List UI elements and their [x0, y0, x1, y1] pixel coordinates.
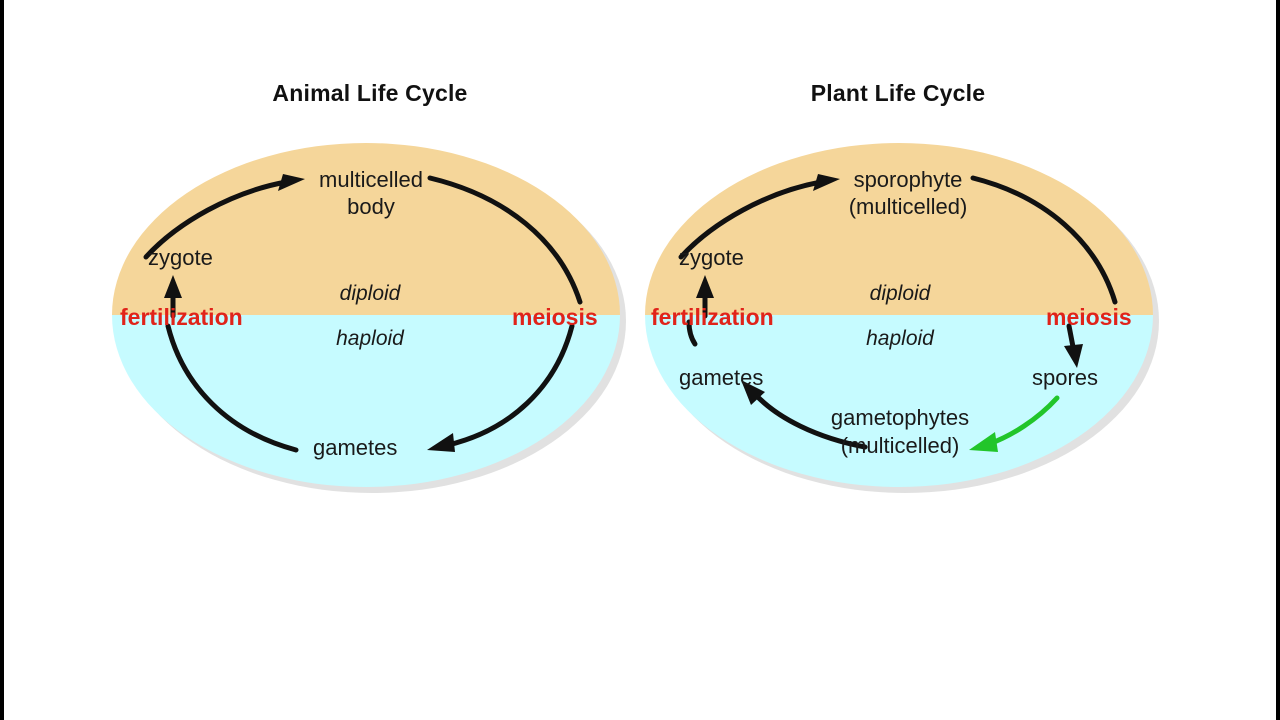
animal-label-fertilization: fertilization [120, 304, 243, 330]
plant-label-diploid: diploid [869, 282, 931, 305]
plant-life-cycle-diagram [633, 130, 1173, 510]
plant-label-meiosis: meiosis [1046, 304, 1132, 330]
animal-life-cycle-diagram [100, 130, 640, 510]
plant-label-haploid: haploid [866, 327, 934, 350]
animal-cycle-title: Animal Life Cycle [272, 80, 468, 106]
animal-label-zygote: zygote [148, 245, 213, 270]
plant-label-zygote: zygote [679, 245, 744, 270]
animal-arrow-fertilization-to-zygote [164, 275, 182, 319]
plant-arc-gametes-to-fertilization [686, 319, 698, 347]
animal-label-gametes: gametes [313, 435, 398, 460]
left-letterbox-bar [0, 0, 4, 720]
animal-label-multicelled: multicelled [319, 167, 423, 192]
plant-label-sporophyte-multicelled: (multicelled) [848, 194, 968, 219]
plant-arrow-meiosis-to-spores [1064, 323, 1083, 368]
plant-label-fertilization: fertilization [651, 304, 774, 330]
animal-label-meiosis: meiosis [512, 304, 598, 330]
plant-arrow-zygote-to-sporophyte [678, 174, 840, 260]
animal-arc-gametes-to-fertilization [165, 323, 299, 453]
animal-arrow-zygote-to-body [143, 174, 305, 260]
plant-label-sporophyte: sporophyte [853, 167, 963, 192]
plant-label-gametophytes-multicelled: (multicelled) [840, 433, 960, 458]
plant-arrow-fertilization-to-zygote [696, 275, 714, 319]
right-letterbox-bar [1276, 0, 1280, 720]
plant-cycle-title: Plant Life Cycle [810, 80, 986, 106]
plant-label-gametophytes: gametophytes [830, 405, 970, 430]
animal-label-haploid: haploid [336, 327, 404, 350]
plant-label-spores: spores [1032, 365, 1099, 390]
animal-arc-body-to-meiosis [427, 175, 583, 305]
animal-label-diploid: diploid [339, 282, 401, 305]
animal-label-body: body [347, 194, 395, 219]
plant-arrow-spores-to-gametophytes [969, 395, 1060, 452]
plant-label-gametes: gametes [679, 365, 764, 390]
plant-arc-sporophyte-to-meiosis [970, 175, 1118, 305]
animal-arrow-meiosis-to-gametes [427, 323, 575, 452]
plant-arrow-gametophytes-to-gametes [741, 380, 868, 450]
